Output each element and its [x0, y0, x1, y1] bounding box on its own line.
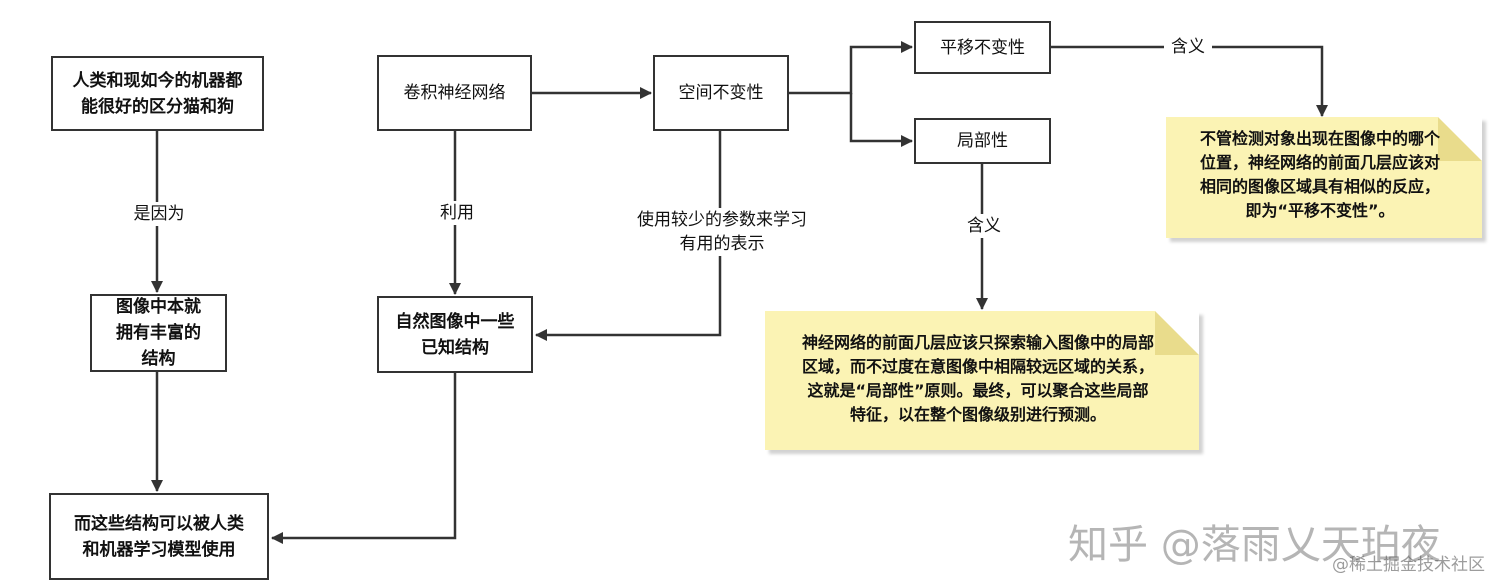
note-translation-text: 不管检测对象出现在图像中的哪个 位置，神经网络的前面几层应该对 相同的图像区域具…: [1199, 129, 1440, 220]
edge-natural-to-learnable: [271, 373, 457, 544]
node-people-machines: 人类和现如今的机器都 能很好的区分猫和狗: [51, 56, 264, 131]
edge-spatial-to-translation: [789, 41, 913, 95]
edge-spatial-to-locality: [849, 93, 913, 147]
note-translation-invariance: 不管检测对象出现在图像中的哪个 位置，神经网络的前面几层应该对 相同的图像区域具…: [1166, 117, 1482, 238]
node-image-structure: 图像中本就 拥有丰富的 结构: [90, 294, 227, 372]
note-fold: [1155, 311, 1199, 355]
node-locality: 局部性: [914, 118, 1051, 164]
edge-label-fewer-params: 使用较少的参数来学习 有用的表示: [620, 208, 824, 256]
edge-label-use: 利用: [433, 201, 481, 225]
node-spatial-invariance: 空间不变性: [653, 55, 789, 131]
edge-fewer-params: [535, 131, 722, 341]
note-locality: 神经网络的前面几层应该只探索输入图像中的局部 区域，而不过度在意图像中相隔较远区…: [765, 311, 1199, 450]
node-cnn: 卷积神经网络: [377, 55, 532, 131]
edge-label-meaning-translation: 含义: [1164, 35, 1212, 59]
watermark-juejin: @稀土掘金技术社区: [1332, 555, 1485, 575]
edge-label-meaning-locality: 含义: [960, 214, 1008, 238]
edge-label-because: 是因为: [128, 202, 190, 226]
watermark-zhihu: 知乎 @落雨乂天珀夜: [1068, 522, 1441, 568]
note-fold: [1438, 117, 1482, 161]
edge-meaning-translation: [1051, 45, 1328, 117]
node-learnable: 而这些结构可以被人类 和机器学习模型使用: [49, 493, 269, 580]
note-locality-text: 神经网络的前面几层应该只探索输入图像中的局部 区域，而不过度在意图像中相隔较远区…: [801, 333, 1154, 424]
node-natural-image: 自然图像中一些 已知结构: [377, 296, 533, 373]
node-translation-invariance: 平移不变性: [914, 21, 1051, 74]
